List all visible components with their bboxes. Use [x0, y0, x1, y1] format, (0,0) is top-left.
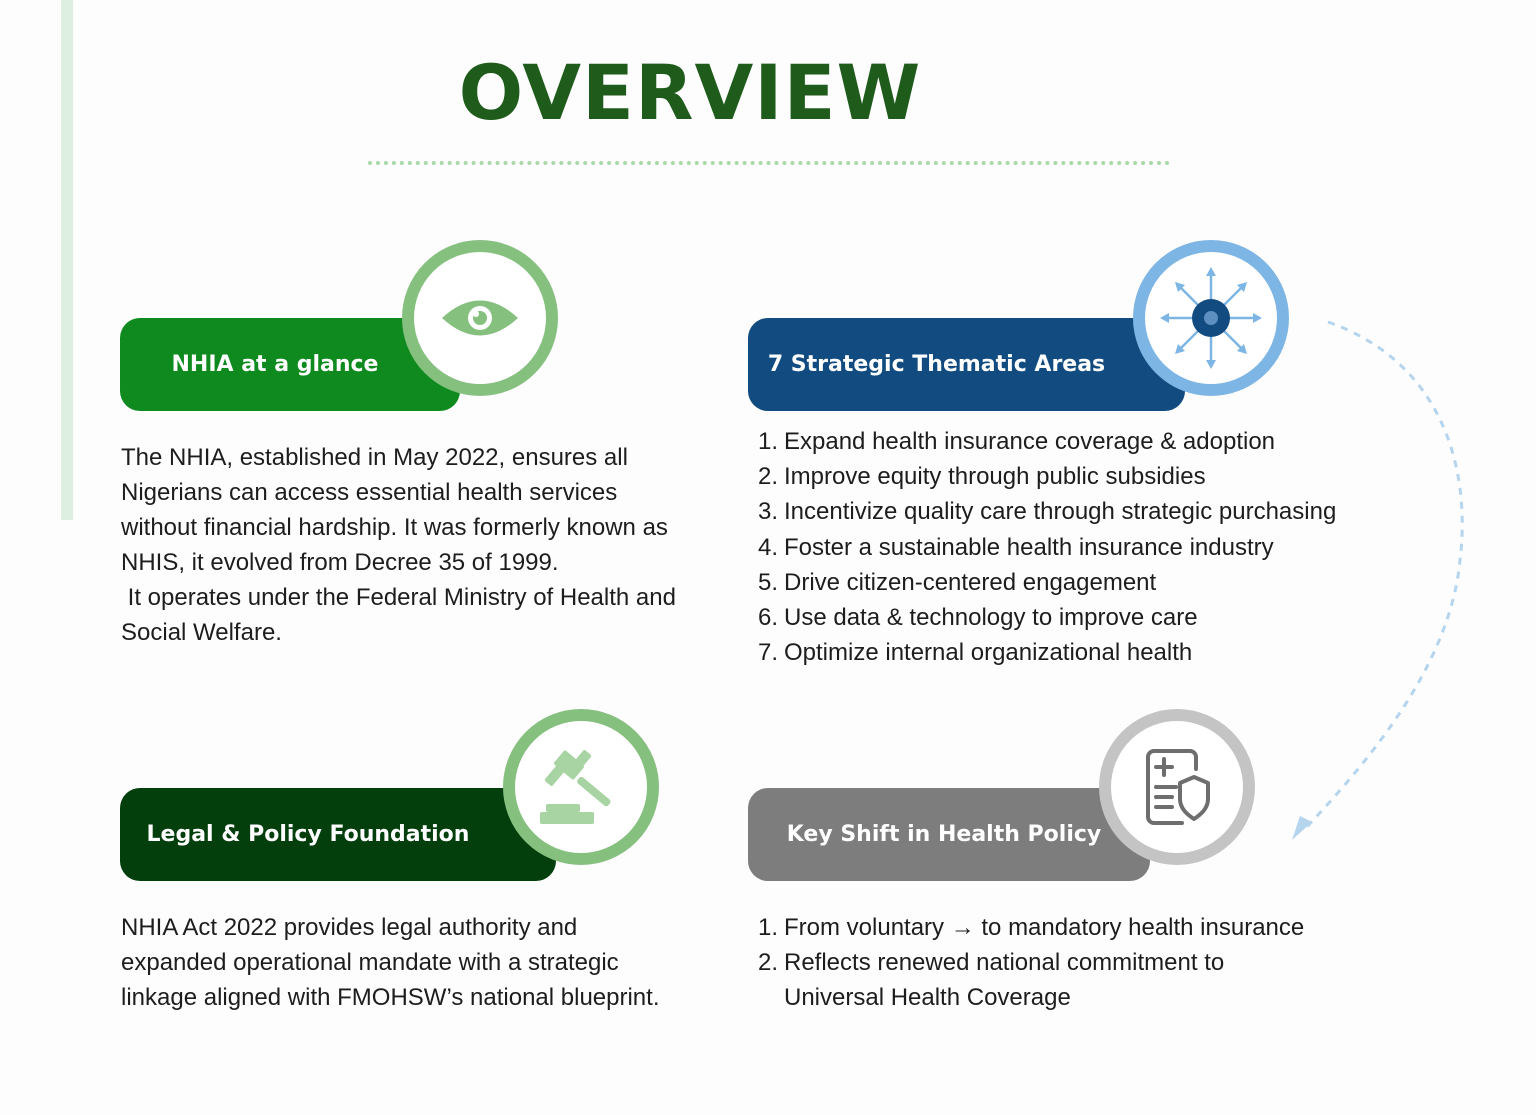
list-item: 3.Incentivize quality care through strat… — [757, 498, 1337, 526]
eye-icon — [442, 300, 518, 336]
shift-list: 1.From voluntary → to mandatory health i… — [752, 910, 1432, 1016]
strategic-icon-badge — [1133, 240, 1289, 396]
glance-line: NHIS, it evolved from Decree 35 of 1999. — [121, 549, 559, 576]
legal-description: NHIA Act 2022 provides legal authority a… — [121, 910, 741, 1015]
title-divider — [368, 161, 1170, 165]
left-accent-bar — [61, 0, 73, 520]
list-item: 4.Foster a sustainable health insurance … — [757, 533, 1274, 561]
list-item: 6.Use data & technology to improve care — [757, 604, 1198, 632]
legal-line: NHIA Act 2022 provides legal authority a… — [121, 914, 578, 941]
legal-icon-badge — [503, 709, 659, 865]
dashed-arrow-connector — [1292, 320, 1464, 840]
medical-document-shield-icon — [1146, 749, 1210, 825]
glance-header-label: NHIA at a glance — [171, 352, 379, 377]
glance-line: It operates under the Federal Ministry o… — [121, 584, 676, 611]
gavel-icon — [540, 750, 611, 824]
list-item: 2.Improve equity through public subsidie… — [757, 463, 1206, 491]
shift-header-label: Key Shift in Health Policy — [786, 822, 1102, 847]
list-item: 5.Drive citizen-centered engagement — [757, 568, 1157, 596]
list-item: 2.Reflects renewed national commitment t… — [757, 949, 1225, 1012]
page-title: OVERVIEW — [458, 48, 922, 137]
list-item: 1.From voluntary → to mandatory health i… — [757, 914, 1305, 941]
glance-line: without financial hardship. It was forme… — [121, 514, 668, 541]
glance-line: The NHIA, established in May 2022, ensur… — [121, 444, 628, 471]
list-item-line: Universal Health Coverage — [784, 984, 1071, 1012]
strategic-header: 7 Strategic Thematic Areas — [748, 318, 1185, 411]
glance-icon-badge — [402, 240, 558, 396]
list-item: 1.Expand health insurance coverage & ado… — [757, 428, 1276, 455]
strategic-list: 1.Expand health insurance coverage & ado… — [752, 424, 1432, 670]
shift-header: Key Shift in Health Policy — [748, 788, 1150, 881]
legal-line: expanded operational mandate with a stra… — [121, 949, 619, 976]
legal-header: Legal & Policy Foundation — [120, 788, 556, 881]
glance-line: Nigerians can access essential health se… — [121, 479, 618, 506]
legal-header-label: Legal & Policy Foundation — [146, 822, 470, 847]
target-arrows-icon — [1160, 267, 1262, 369]
legal-line: linkage aligned with FMOHSW’s national b… — [121, 984, 660, 1011]
glance-line: Social Welfare. — [121, 619, 282, 646]
strategic-header-label: 7 Strategic Thematic Areas — [767, 352, 1106, 377]
list-item: 7.Optimize internal organizational healt… — [757, 639, 1193, 667]
glance-description: The NHIA, established in May 2022, ensur… — [121, 440, 741, 650]
shift-icon-badge — [1099, 709, 1255, 865]
list-item-line: Reflects renewed national commitment to — [784, 949, 1225, 977]
